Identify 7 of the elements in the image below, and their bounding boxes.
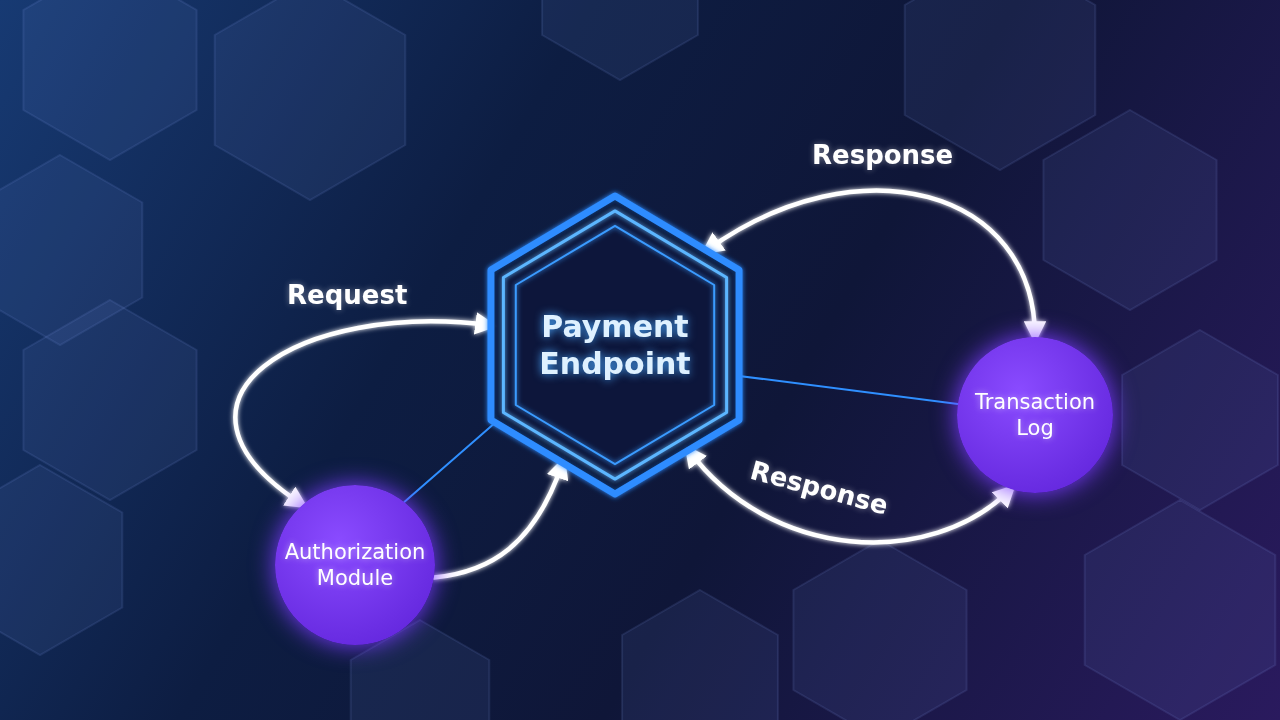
edge-label: Request xyxy=(287,280,408,310)
node-label: Authorization Module xyxy=(283,538,427,592)
node-label: Payment Endpoint xyxy=(538,307,692,383)
edge-label: Response xyxy=(812,140,954,170)
circle-node xyxy=(957,337,1113,493)
node-label: Transaction Log xyxy=(973,388,1097,442)
circle-node xyxy=(275,485,435,645)
